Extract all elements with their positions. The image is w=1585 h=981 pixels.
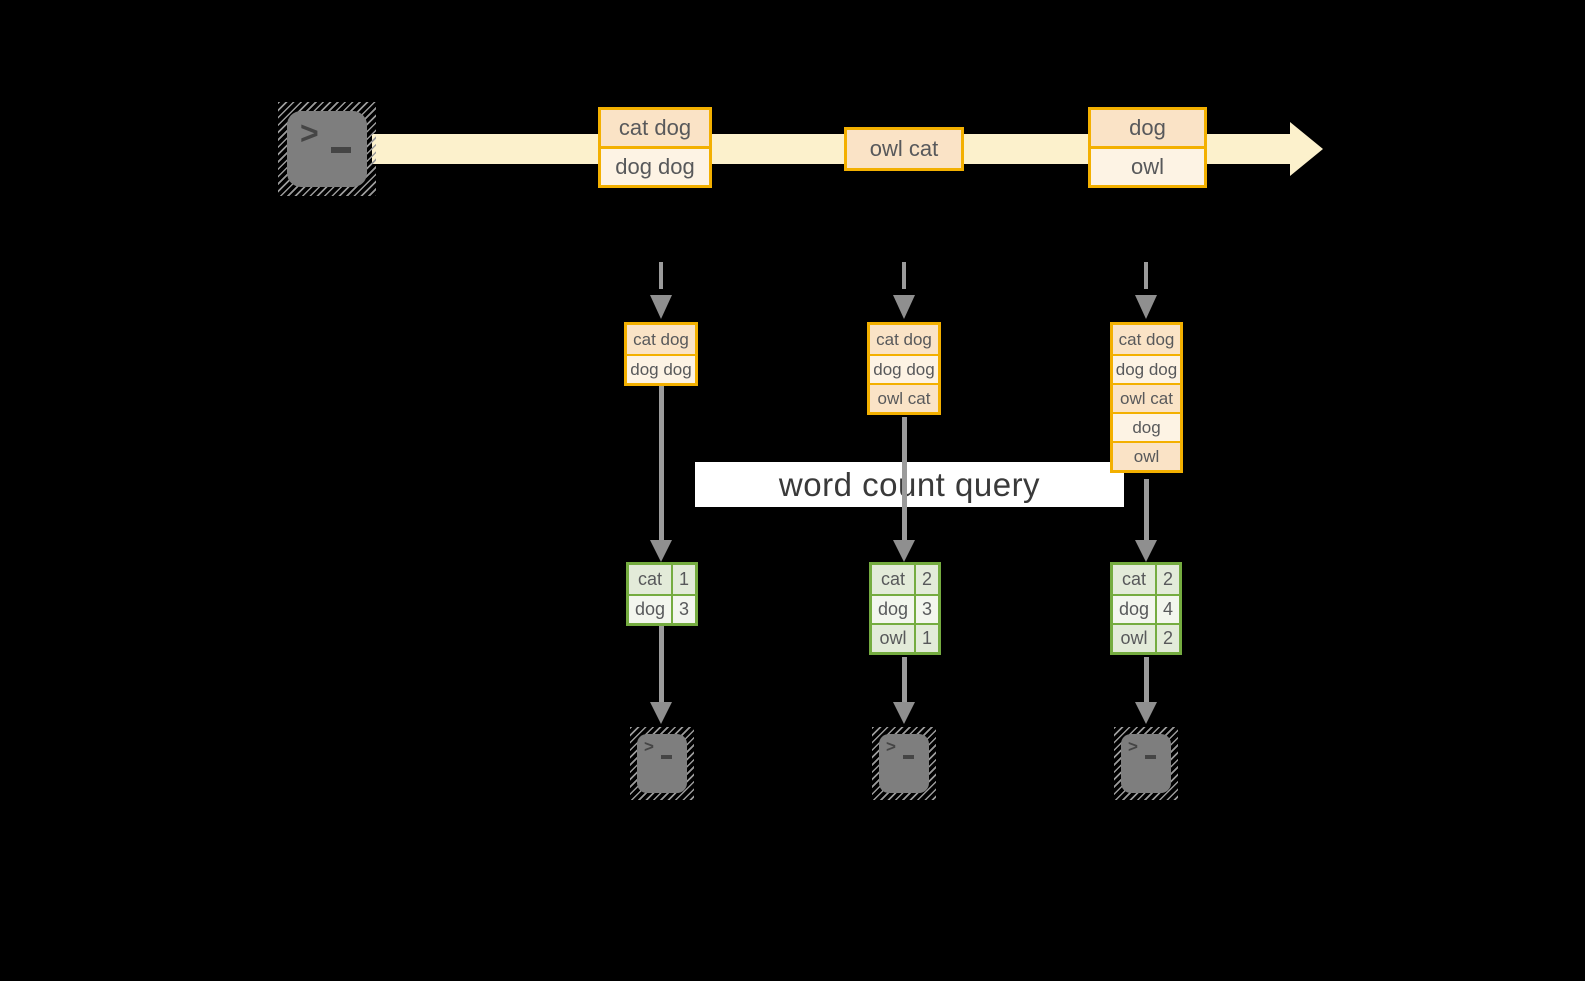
ingest-arrow-dash xyxy=(902,262,906,289)
output-arrow-line xyxy=(902,657,907,704)
buffer-cell: owl xyxy=(1113,441,1180,470)
output-terminal-icon-3: > xyxy=(1114,727,1178,800)
buffer-cell: cat dog xyxy=(870,325,938,354)
buffer-cell: dog dog xyxy=(1113,354,1180,383)
event-cell: dog dog xyxy=(601,146,709,185)
prompt-underscore-icon xyxy=(331,147,351,153)
word-cell: owl xyxy=(872,625,916,652)
table-row: owl 1 xyxy=(872,623,938,652)
terminal-body: > xyxy=(879,734,929,793)
table-row: cat 1 xyxy=(629,565,695,594)
terminal-body: > xyxy=(287,111,367,187)
input-buffer-stack-2: cat dog dog dog owl cat xyxy=(867,322,941,415)
count-cell: 3 xyxy=(678,599,689,619)
output-arrow-head-icon xyxy=(893,702,915,724)
ingest-arrow-dash xyxy=(659,262,663,289)
table-row: dog 3 xyxy=(629,594,695,623)
output-terminal-icon-2: > xyxy=(872,727,936,800)
word-cell: dog xyxy=(872,596,916,623)
input-buffer-stack-3: cat dog dog dog owl cat dog owl xyxy=(1110,322,1183,473)
table-row: dog 4 xyxy=(1113,594,1179,623)
table-row: owl 2 xyxy=(1113,623,1179,652)
stream-event-box-2: owl cat xyxy=(844,127,964,171)
buffer-cell: cat dog xyxy=(1113,325,1180,354)
word-cell: cat xyxy=(872,565,916,594)
ingest-arrow-dash xyxy=(1144,262,1148,289)
prompt-underscore-icon xyxy=(661,755,672,759)
ingest-arrow-head-icon xyxy=(650,295,672,319)
count-cell: 1 xyxy=(678,569,689,589)
buffer-cell: owl cat xyxy=(1113,383,1180,412)
count-cell: 4 xyxy=(1162,599,1173,619)
count-cell: 1 xyxy=(921,628,932,648)
output-arrow-line xyxy=(1144,657,1149,704)
query-arrow-head-icon xyxy=(650,540,672,562)
buffer-cell: owl cat xyxy=(870,383,938,412)
query-arrow-head-icon xyxy=(893,540,915,562)
output-arrow-line xyxy=(659,626,664,704)
terminal-body: > xyxy=(1121,734,1171,793)
buffer-cell: cat dog xyxy=(627,325,695,354)
buffer-cell: dog dog xyxy=(627,354,695,383)
event-cell: cat dog xyxy=(601,110,709,146)
word-count-table-1: cat 1 dog 3 xyxy=(626,562,698,626)
word-cell: dog xyxy=(629,596,673,623)
prompt-chevron-icon: > xyxy=(644,737,654,756)
query-arrow-line xyxy=(659,386,664,546)
prompt-chevron-icon: > xyxy=(1128,737,1138,756)
output-arrow-head-icon xyxy=(650,702,672,724)
prompt-chevron-icon: > xyxy=(300,115,319,151)
event-cell: owl xyxy=(1091,146,1204,185)
terminal-body: > xyxy=(637,734,687,793)
word-count-table-3: cat 2 dog 4 owl 2 xyxy=(1110,562,1182,655)
query-label: word count query xyxy=(695,462,1124,507)
stream-event-box-3: dog owl xyxy=(1088,107,1207,188)
table-row: cat 2 xyxy=(1113,565,1179,594)
buffer-cell: dog dog xyxy=(870,354,938,383)
prompt-underscore-icon xyxy=(903,755,914,759)
prompt-underscore-icon xyxy=(1145,755,1156,759)
source-terminal-icon: > xyxy=(278,102,376,196)
word-cell: cat xyxy=(1113,565,1157,594)
event-cell: owl cat xyxy=(847,130,961,168)
query-arrow-head-icon xyxy=(1135,540,1157,562)
table-row: dog 3 xyxy=(872,594,938,623)
query-arrow-line xyxy=(1144,479,1149,546)
output-arrow-head-icon xyxy=(1135,702,1157,724)
input-buffer-stack-1: cat dog dog dog xyxy=(624,322,698,386)
stream-event-box-1: cat dog dog dog xyxy=(598,107,712,188)
ingest-arrow-head-icon xyxy=(893,295,915,319)
count-cell: 2 xyxy=(921,569,932,589)
event-cell: dog xyxy=(1091,110,1204,146)
word-cell: owl xyxy=(1113,625,1157,652)
word-cell: cat xyxy=(629,565,673,594)
stream-arrow-head-icon xyxy=(1290,122,1323,176)
output-terminal-icon-1: > xyxy=(630,727,694,800)
query-arrow-line xyxy=(902,417,907,546)
ingest-arrow-head-icon xyxy=(1135,295,1157,319)
word-count-table-2: cat 2 dog 3 owl 1 xyxy=(869,562,941,655)
prompt-chevron-icon: > xyxy=(886,737,896,756)
count-cell: 2 xyxy=(1162,569,1173,589)
count-cell: 3 xyxy=(921,599,932,619)
buffer-cell: dog xyxy=(1113,412,1180,441)
word-cell: dog xyxy=(1113,596,1157,623)
table-row: cat 2 xyxy=(872,565,938,594)
count-cell: 2 xyxy=(1162,628,1173,648)
